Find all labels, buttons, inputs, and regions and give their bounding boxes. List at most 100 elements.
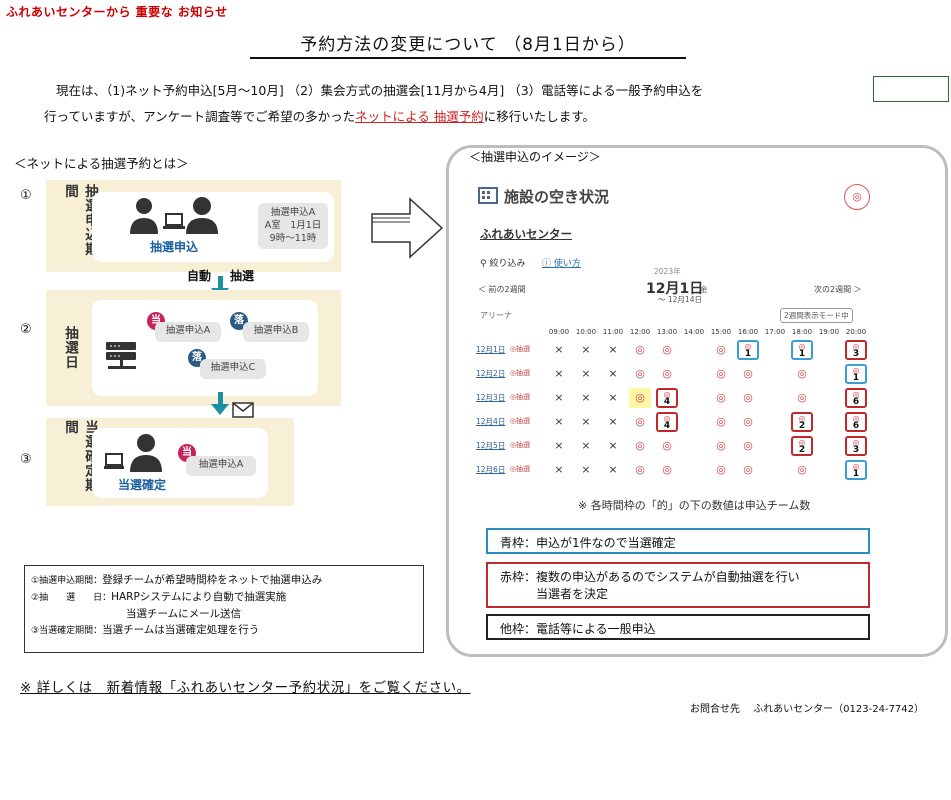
pill-lottery-c: 抽選申込C (200, 359, 266, 379)
row-date-link[interactable]: 12月1日 (476, 345, 506, 354)
single-application-slot[interactable]: ◎1 (791, 340, 813, 360)
target-slot[interactable]: ◎ (716, 415, 726, 428)
row-date-link[interactable]: 12月4日 (476, 417, 506, 426)
target-slot[interactable]: ◎ (716, 439, 726, 452)
single-application-slot[interactable]: ◎1 (737, 340, 759, 360)
row-date-link[interactable]: 12月5日 (476, 441, 506, 450)
target-slot[interactable]: ◎ (662, 343, 672, 356)
target-slot[interactable]: ◎ (743, 391, 753, 404)
legend-text-1: 登録チームが希望時間枠をネットで抽選申込み (102, 574, 323, 586)
closed-slot[interactable]: × (608, 391, 618, 404)
target-slot[interactable]: ◎ (662, 463, 672, 476)
red-frame-explanation: 赤枠：複数の申込があるのでシステムが自動抽選を行い 当選者を決定 (486, 562, 870, 608)
target-slot[interactable]: ◎ (662, 439, 672, 452)
closed-slot[interactable]: × (554, 415, 564, 428)
closed-slot[interactable]: × (581, 463, 591, 476)
closed-slot[interactable]: × (608, 415, 618, 428)
row-date-link[interactable]: 12月3日 (476, 393, 506, 402)
multi-application-slot[interactable]: ◎2 (791, 436, 813, 456)
legend-row-2: ②抽 選 日：HARPシステムにより自動で抽選実施 (31, 589, 417, 606)
multi-application-slot[interactable]: ◎2 (791, 412, 813, 432)
closed-slot[interactable]: × (608, 463, 618, 476)
howto-link[interactable]: ⓘ 使い方 (542, 256, 581, 269)
target-slot[interactable]: ◎ (635, 415, 645, 428)
target-slot[interactable]: ◎ (797, 463, 807, 476)
time-slot-header: 16:00 (737, 328, 759, 336)
pill-lottery-a: 抽選申込A (155, 322, 221, 342)
closed-slot[interactable]: × (581, 415, 591, 428)
target-slot[interactable]: ◎ (635, 463, 645, 476)
next-button[interactable]: 次の2週間 ＞ (814, 285, 862, 294)
closed-slot[interactable]: × (554, 343, 564, 356)
arrow-2-stem (218, 392, 223, 404)
screen-title: 施設の空き状況 (504, 188, 610, 206)
target-slot[interactable]: ◎ (635, 439, 645, 452)
user-computer-icon (104, 434, 162, 472)
closed-slot[interactable]: × (581, 439, 591, 452)
legend-box: ①抽選申込期間：登録チームが希望時間枠をネットで抽選申込み ②抽 選 日：HAR… (24, 565, 424, 653)
arrow-1-stem (218, 276, 223, 288)
target-slot[interactable]: ◎ (716, 367, 726, 380)
closed-slot[interactable]: × (608, 439, 618, 452)
step-1-caption: 抽選申込 (150, 240, 199, 254)
legend-text-2: HARPシステムにより自動で抽選実施 (111, 591, 287, 603)
closed-slot[interactable]: × (608, 343, 618, 356)
filter-label: 絞り込み (489, 259, 526, 269)
contact-info: お問合せ先 ふれあいセンター（0123-24-7742） (690, 704, 925, 715)
year-label: 2023年 (654, 267, 681, 276)
availability-grid: 12月1日 ◎抽選 × × × ◎ ◎ ◎ ◎1 ◎1 ◎3 12月2日 ◎抽選 × × × ◎ ◎ ◎ ◎ ◎ ◎1 12… (470, 340, 877, 490)
closed-slot[interactable]: × (554, 367, 564, 380)
target-slot[interactable]: ◎ (743, 439, 753, 452)
closed-slot[interactable]: × (554, 391, 564, 404)
closed-slot[interactable]: × (608, 367, 618, 380)
intro-line-2-before: 行っていますが、アンケート調査等でご希望の多かった (44, 109, 356, 124)
multi-application-slot[interactable]: ◎3 (845, 340, 867, 360)
multi-application-slot[interactable]: ◎4 (656, 388, 678, 408)
blue-frame-explanation: 青枠：申込が1件なので当選確定 (486, 528, 870, 554)
target-slot[interactable]: ◎ (743, 463, 753, 476)
closed-slot[interactable]: × (581, 391, 591, 404)
filter-button[interactable]: ⚲ 絞り込み (480, 256, 525, 269)
prev-button[interactable]: ＜ 前の2週間 (478, 285, 526, 294)
lottery-tag: ◎抽選 (510, 393, 531, 401)
lottery-tag: ◎抽選 (510, 441, 531, 449)
mode-toggle[interactable]: 2週間表示モード中 (780, 308, 853, 323)
row-date-link[interactable]: 12月2日 (476, 369, 506, 378)
step-1-info-line-2: A室 1月1日 (264, 220, 322, 231)
intro-line-2-after: に移行いたします。 (483, 109, 596, 124)
target-slot[interactable]: ◎ (743, 367, 753, 380)
target-slot[interactable]: ◎ (635, 343, 645, 356)
multi-application-slot[interactable]: ◎6 (845, 388, 867, 408)
target-slot[interactable]: ◎ (629, 388, 651, 408)
row-date-link[interactable]: 12月6日 (476, 465, 506, 474)
multi-application-slot[interactable]: ◎4 (656, 412, 678, 432)
closed-slot[interactable]: × (554, 439, 564, 452)
single-application-slot[interactable]: ◎1 (845, 460, 867, 480)
target-slot[interactable]: ◎ (716, 343, 726, 356)
users-computer-icon (130, 197, 218, 234)
target-slot[interactable]: ◎ (662, 367, 672, 380)
net-lottery-link[interactable]: ネットによる 抽選予約 (355, 109, 484, 124)
target-slot[interactable]: ◎ (797, 367, 807, 380)
target-slot[interactable]: ◎ (716, 463, 726, 476)
time-slot-header: 14:00 (683, 328, 705, 336)
target-slot[interactable]: ◎ (743, 415, 753, 428)
multi-application-slot[interactable]: ◎3 (845, 436, 867, 456)
closed-slot[interactable]: × (581, 367, 591, 380)
legend-label-2: ②抽 選 日： (31, 593, 112, 603)
multi-application-slot[interactable]: ◎6 (845, 412, 867, 432)
target-slot[interactable]: ◎ (716, 391, 726, 404)
arrow-2-down-icon (211, 404, 229, 415)
arrow-1-left-label: 自動 (187, 269, 212, 283)
center-name[interactable]: ふれあいセンター (480, 227, 572, 241)
intro-text: 現在は、（1)ネット予約申込[5月～10月] （2）集会方式の抽選会[11月から… (44, 78, 824, 130)
target-slot[interactable]: ◎ (797, 391, 807, 404)
target-help-icon[interactable]: ◎ (844, 184, 870, 210)
target-slot[interactable]: ◎ (635, 367, 645, 380)
single-application-slot[interactable]: ◎1 (845, 364, 867, 384)
legend-label-1: ①抽選申込期間： (31, 576, 103, 586)
closed-slot[interactable]: × (554, 463, 564, 476)
other-frame-explanation: 他枠：電話等による一般申込 (486, 614, 870, 640)
closed-slot[interactable]: × (581, 343, 591, 356)
step-3-number: ③ (20, 452, 32, 467)
